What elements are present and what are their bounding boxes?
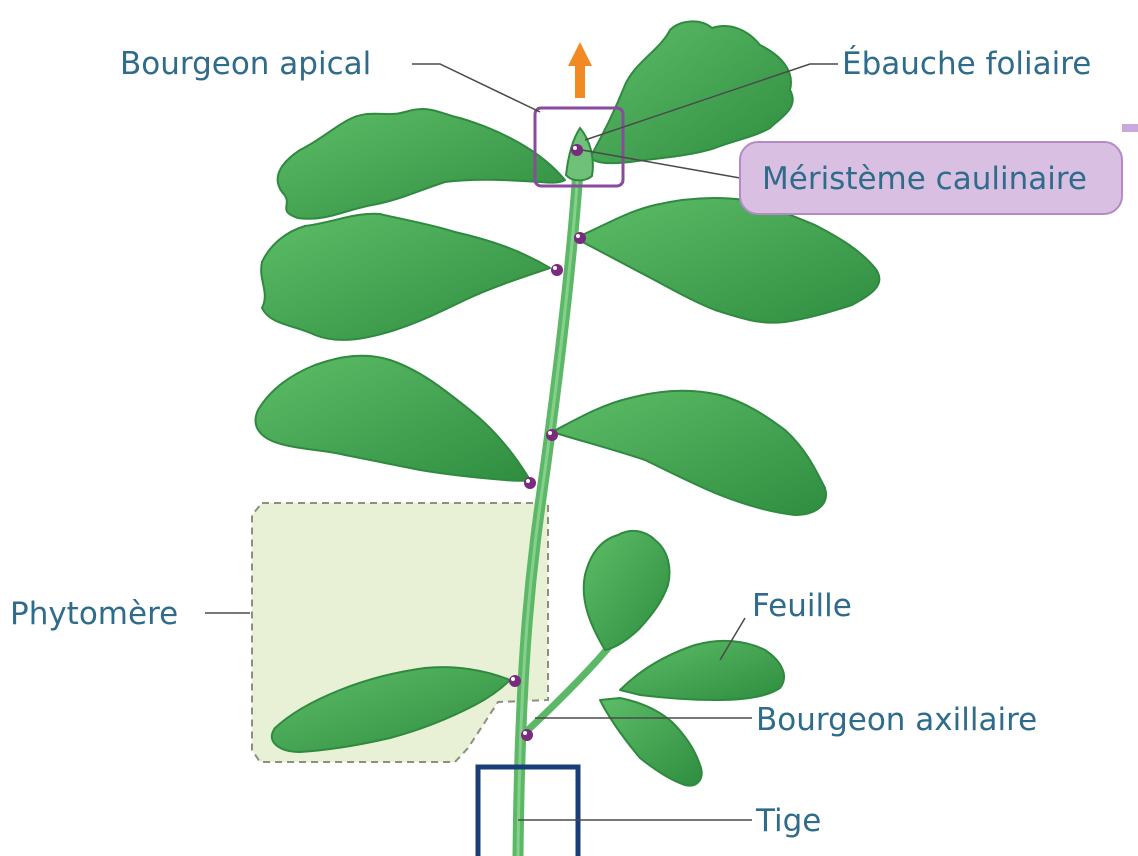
growth-arrow-icon (568, 42, 592, 98)
bud-marker (521, 729, 533, 741)
leaf-axillary-upper (584, 531, 670, 650)
bud-marker (509, 675, 521, 687)
leaf-feuille (620, 641, 784, 700)
label-meristeme-caulinaire: Méristème caulinaire (762, 161, 1087, 197)
label-tige: Tige (755, 803, 821, 839)
bud-marker (574, 232, 586, 244)
bud-marker (524, 477, 536, 489)
bud-marker (571, 144, 583, 156)
leaf-level2-left (261, 214, 550, 340)
leaf-axillary-lower (600, 698, 702, 786)
bud-marker (551, 264, 563, 276)
label-ebauche-foliaire: Ébauche foliaire (842, 46, 1091, 82)
leader-bourgeon-apical (412, 64, 540, 112)
leaf-level3-right (552, 391, 826, 515)
leaf-level3-left (256, 356, 530, 481)
leaf-level2-right (575, 198, 879, 323)
bud-marker (546, 429, 558, 441)
label-bourgeon-axillaire: Bourgeon axillaire (756, 702, 1037, 738)
label-feuille: Feuille (752, 588, 852, 624)
meristeme-label-tab (1122, 124, 1138, 132)
label-bourgeon-apical: Bourgeon apical (120, 46, 371, 82)
label-phytomere: Phytomère (10, 596, 178, 632)
leaf-top-left (278, 109, 565, 219)
tige-box (478, 767, 578, 856)
